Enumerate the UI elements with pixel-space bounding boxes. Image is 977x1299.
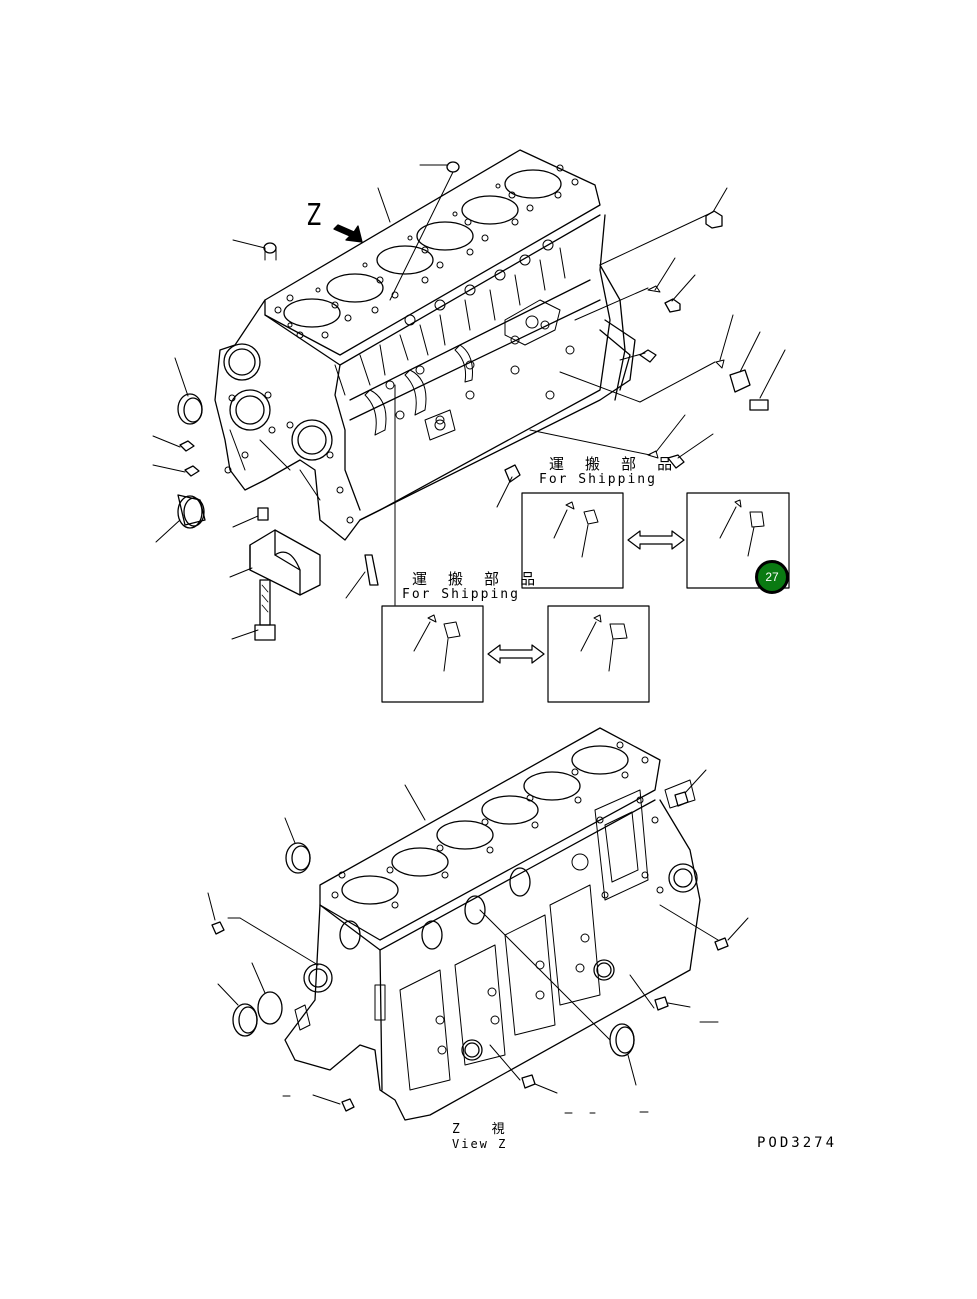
- shipping-boxes: [382, 493, 789, 702]
- shipping-label-en-b: For Shipping: [402, 587, 520, 602]
- part-callout-number: 27: [765, 570, 779, 584]
- view-z-marker: Z: [307, 198, 322, 233]
- shipping-label-jp-b: 運 搬 部 品: [412, 570, 542, 588]
- loose-parts-lower: [208, 770, 748, 1113]
- shipping-label-jp-a: 運 搬 部 品: [549, 455, 679, 473]
- view-z-caption-jp: Z 視: [452, 1122, 517, 1137]
- shipping-label-en-a: For Shipping: [539, 472, 657, 487]
- part-callout-27[interactable]: 27: [755, 560, 789, 594]
- engine-block-upper: [215, 150, 635, 540]
- figure-code: POD3274: [757, 1135, 838, 1151]
- view-z-caption-en: View Z: [452, 1137, 508, 1151]
- engine-block-lower: [285, 728, 700, 1120]
- loose-parts-upper: [153, 162, 785, 640]
